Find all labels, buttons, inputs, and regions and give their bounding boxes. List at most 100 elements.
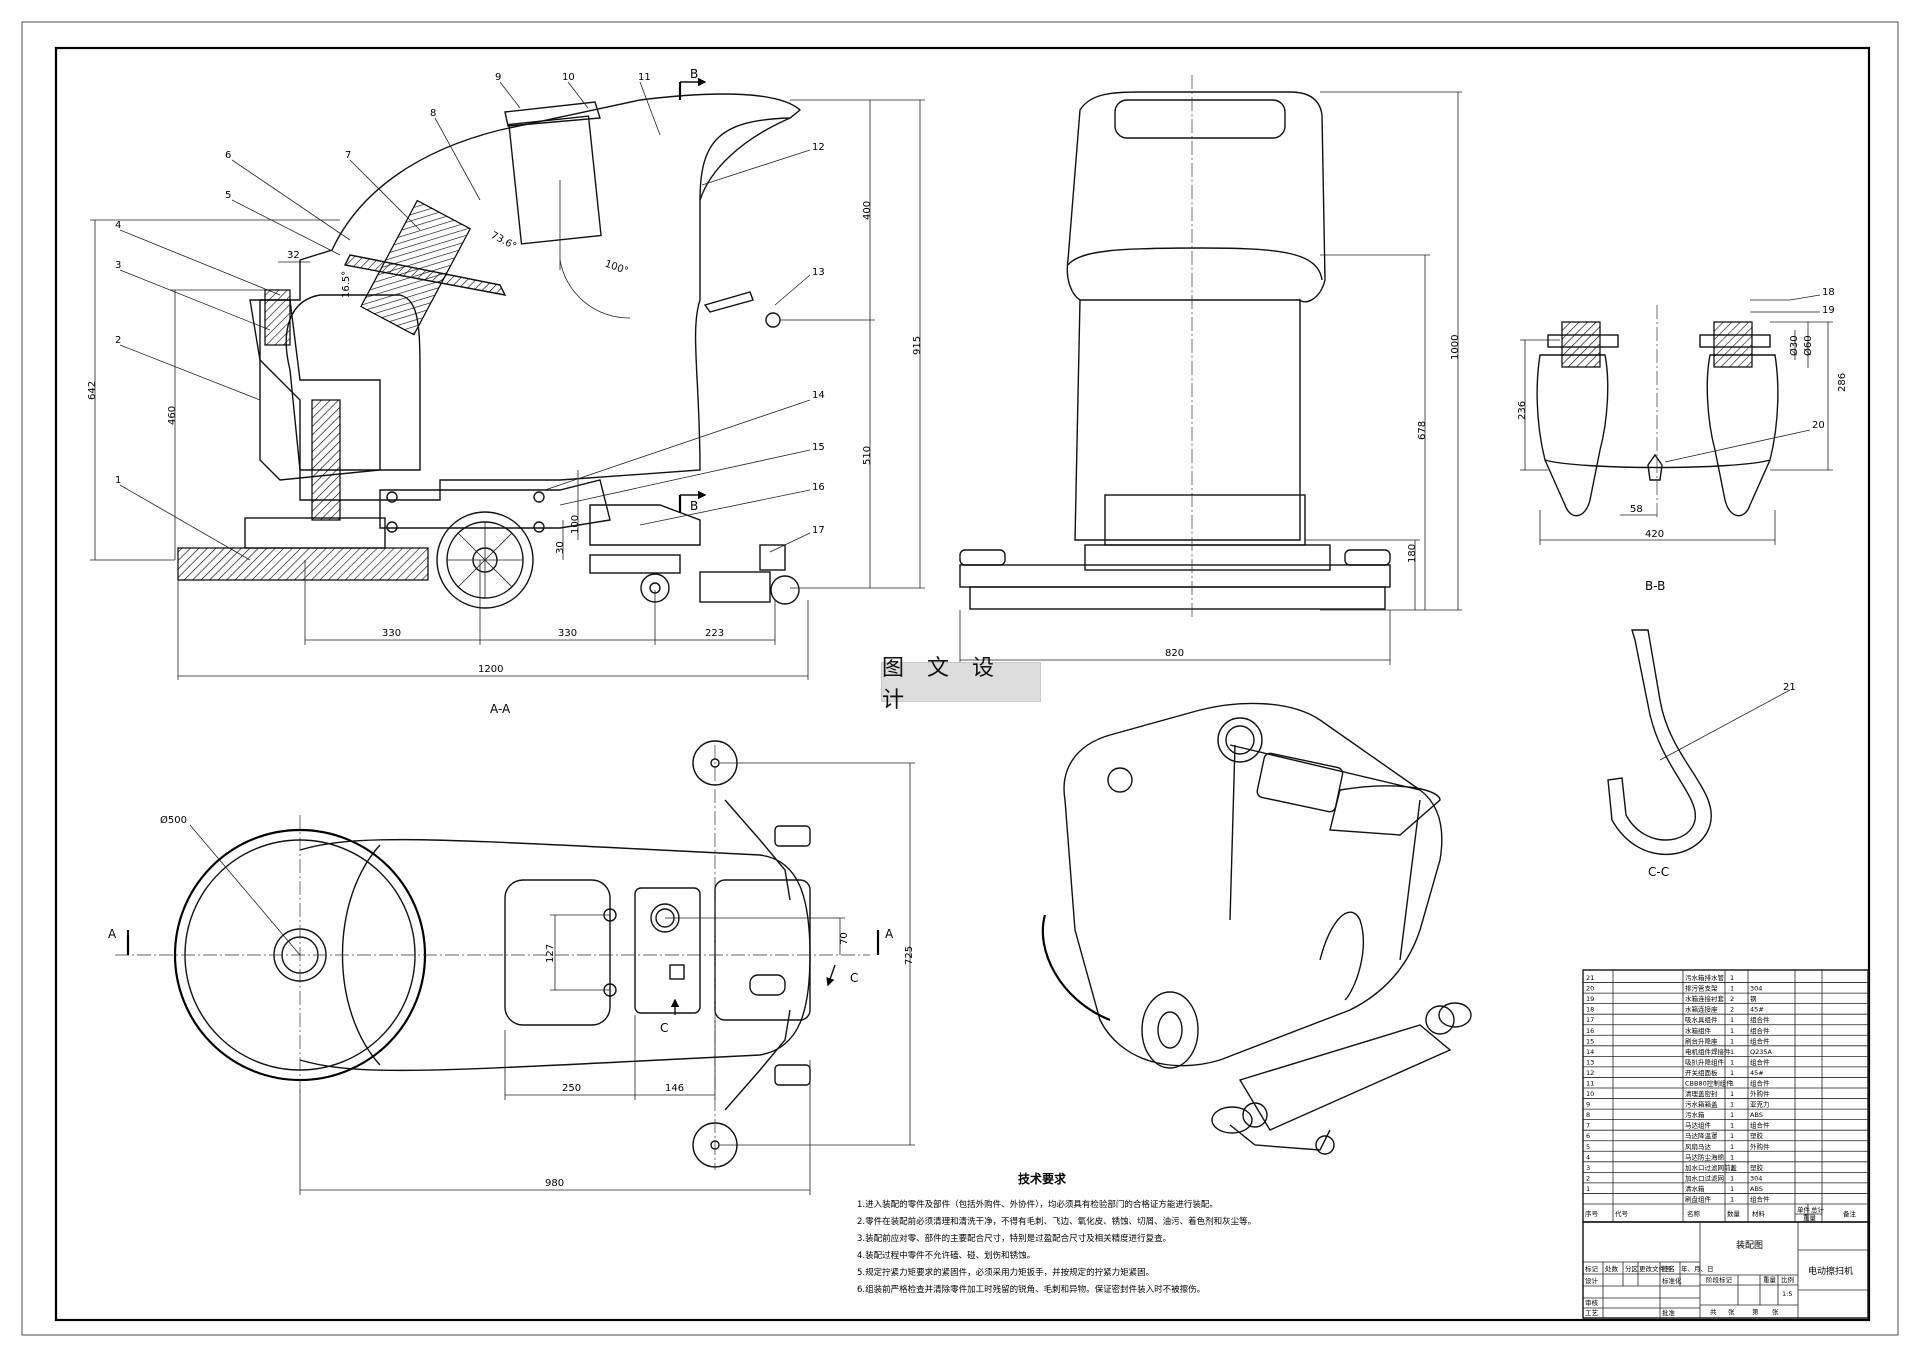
bom-seq: 16 (1586, 1027, 1594, 1035)
bom-qty: 1 (1730, 1080, 1734, 1088)
section-mark-a-right: A (885, 927, 894, 941)
bom-header-remark: 备注 (1843, 1209, 1857, 1218)
tb-ratio: 比例 (1781, 1275, 1794, 1284)
tb-sheet-unit: 张 (1772, 1307, 1779, 1316)
bom-material: 45# (1750, 1069, 1764, 1077)
section-mark-c-bottom: C (660, 1021, 668, 1035)
dim-180: 180 (1407, 544, 1418, 563)
bom-qty: 2 (1730, 995, 1734, 1003)
section-mark-c-top: C (850, 971, 858, 985)
section-mark-b-top: B (690, 67, 698, 81)
dim-32: 32 (287, 250, 300, 261)
side-part-9: 9 (495, 72, 501, 83)
technical-requirements: 技术要求 1.进入装配的零件及部件（包括外购件、外协件），均必须具有检验部门的合… (857, 1171, 1256, 1295)
side-part-11: 11 (638, 72, 651, 83)
dim-1200: 1200 (478, 664, 503, 675)
tb-design: 设计 (1585, 1276, 1599, 1285)
bom-material: 304 (1750, 985, 1762, 993)
dim-70: 70 (839, 932, 850, 945)
bom-seq: 11 (1586, 1080, 1594, 1088)
bom-header-qty: 数量 (1727, 1209, 1741, 1218)
bom-material: 组合件 (1750, 1057, 1770, 1066)
tech-req-line-2: 2.零件在装配前必须清理和清洗干净，不得有毛刺、飞边、氧化皮、锈蚀、切屑、油污、… (857, 1216, 1256, 1227)
tech-req-title: 技术要求 (1018, 1171, 1067, 1186)
bom-seq: 6 (1586, 1132, 1590, 1140)
dim-100-deg: 100° (603, 259, 629, 278)
bom-name: 马达降温罩 (1685, 1131, 1718, 1140)
tb-stage-mark: 阶段标记 (1706, 1275, 1733, 1284)
tb-change-doc: 更改文件号 (1639, 1264, 1672, 1273)
bom-material: 304 (1750, 1174, 1762, 1182)
bom-name: 清水箱 (1685, 1184, 1705, 1193)
tech-req-line-4: 4.装配过程中零件不允许磕、碰、划伤和锈蚀。 (857, 1250, 1035, 1261)
side-part-7: 7 (345, 150, 351, 161)
bom-seq: 14 (1586, 1048, 1594, 1056)
bom-seq: 20 (1586, 985, 1594, 993)
cc-part-21: 21 (1783, 682, 1796, 693)
tb-sign: 签名 (1662, 1264, 1675, 1273)
dim-146: 146 (665, 1083, 684, 1094)
bom-material: 塑胶 (1750, 1163, 1764, 1172)
side-part-1: 1 (115, 475, 121, 486)
bom-seq: 9 (1586, 1101, 1590, 1109)
dim-286: 286 (1837, 373, 1848, 392)
side-part-10: 10 (562, 72, 575, 83)
side-part-13: 13 (812, 267, 825, 278)
dim-73-6-deg: 73.6° (489, 230, 518, 253)
bom-name: 电机组件焊接件 (1685, 1047, 1731, 1056)
tb-count: 处数 (1605, 1264, 1619, 1273)
dim-642: 642 (87, 381, 98, 400)
side-part-2: 2 (115, 335, 121, 346)
side-part-17: 17 (812, 525, 825, 536)
bom-seq: 5 (1586, 1143, 1590, 1151)
bom-qty: 1 (1730, 1058, 1734, 1066)
dim-16-5-deg: 16.5° (341, 271, 352, 298)
bom-name: 刷盘组件 (1685, 1195, 1712, 1204)
tech-req-line-1: 1.进入装配的零件及部件（包括外购件、外协件），均必须具有检验部门的合格证方能进… (857, 1199, 1218, 1210)
front-view: 1000 678 180 820 (959, 75, 1462, 665)
section-title-aa: A-A (490, 702, 511, 716)
tb-approve: 批准 (1662, 1308, 1676, 1317)
side-part-16: 16 (812, 482, 825, 493)
bom-name: 污水箱箱盖 (1685, 1100, 1718, 1109)
dim-725: 725 (904, 946, 915, 965)
cc-section-view: 21 C-C (1607, 629, 1796, 879)
bom-material: 钢 (1750, 995, 1757, 1003)
bom-name: CBB80控制组件 (1685, 1079, 1733, 1088)
bom-qty: 1 (1730, 1153, 1734, 1161)
side-part-5: 5 (225, 190, 231, 201)
dim-223: 223 (705, 628, 724, 639)
bom-qty: 1 (1730, 1027, 1734, 1035)
bom-name: 水箱连接座 (1685, 1005, 1718, 1014)
tb-standard: 标准化 (1662, 1276, 1682, 1285)
dim-30: 30 (555, 541, 566, 554)
bom-qty: 2 (1730, 1006, 1734, 1014)
bom-seq: 7 (1586, 1122, 1590, 1130)
tb-process: 工艺 (1585, 1309, 1599, 1317)
bom-header-code: 代号 (1615, 1209, 1629, 1218)
side-part-8: 8 (430, 108, 436, 119)
section-mark-a-left: A (108, 927, 117, 941)
bom-name: 马达防尘海绵 (1685, 1152, 1725, 1161)
bom-seq: 2 (1586, 1174, 1590, 1182)
bom-qty: 1 (1730, 1185, 1734, 1193)
tb-sheets-total: 共 (1710, 1307, 1717, 1316)
bom-name: 加水口过滤网 (1685, 1173, 1724, 1182)
dim-phi500: Ø500 (160, 814, 187, 826)
bom-qty: 1 (1730, 985, 1734, 993)
outer-border (21, 21, 1899, 1336)
bom-material: 亚克力 (1750, 1100, 1770, 1109)
